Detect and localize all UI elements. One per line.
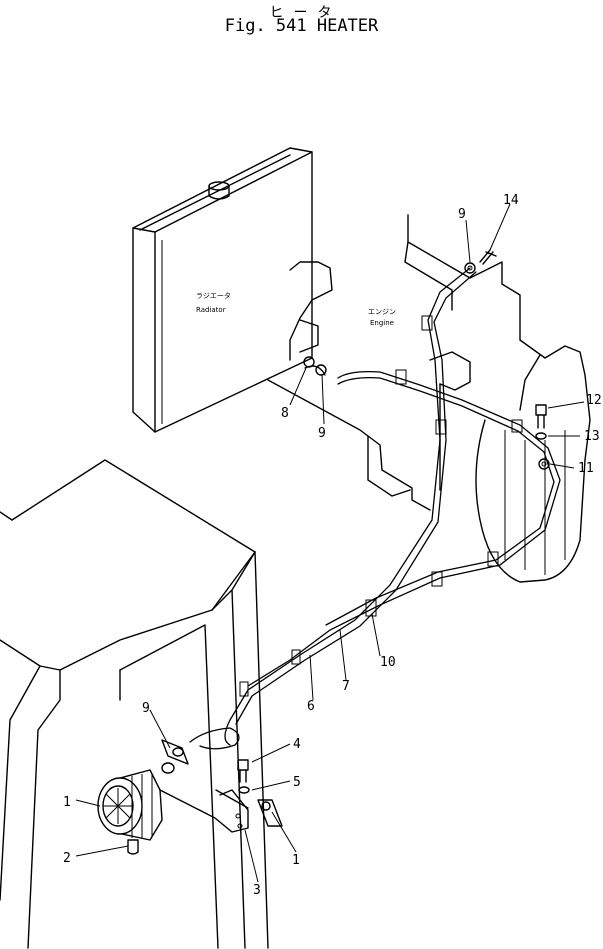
heater-unit (97, 739, 283, 855)
heater-hoses (189, 267, 561, 750)
callout-13: 13 (584, 429, 600, 444)
callout-6: 6 (307, 699, 315, 714)
fittings (303, 249, 550, 470)
title-japanese: ヒータ (269, 5, 342, 21)
callout-9-top: 9 (458, 207, 466, 222)
leader-lines (75, 203, 585, 883)
callout-4: 4 (293, 737, 301, 752)
callout-3: 3 (253, 883, 261, 898)
callout-12: 12 (586, 393, 602, 408)
engine-label: Engine (370, 319, 394, 327)
figure-title: Fig. 541 HEATER (224, 16, 379, 36)
engine-label-jp: エンジン (368, 308, 396, 316)
radiator-label: Radiator (196, 306, 226, 314)
callout-9-bottom: 9 (142, 701, 150, 716)
radiator-label-jp: ラジエータ (196, 291, 231, 300)
callout-2: 2 (63, 851, 71, 866)
callout-7: 7 (342, 679, 350, 694)
callout-11: 11 (578, 461, 594, 476)
engine-drawing (267, 214, 591, 583)
callout-9-middle: 9 (318, 426, 326, 441)
cab-drawing (0, 459, 269, 949)
callout-14: 14 (503, 193, 519, 208)
callout-5: 5 (293, 775, 301, 790)
callout-1-left: 1 (63, 795, 71, 810)
callout-10: 10 (380, 655, 396, 670)
callout-1-right: 1 (292, 853, 300, 868)
callout-8: 8 (281, 406, 289, 421)
